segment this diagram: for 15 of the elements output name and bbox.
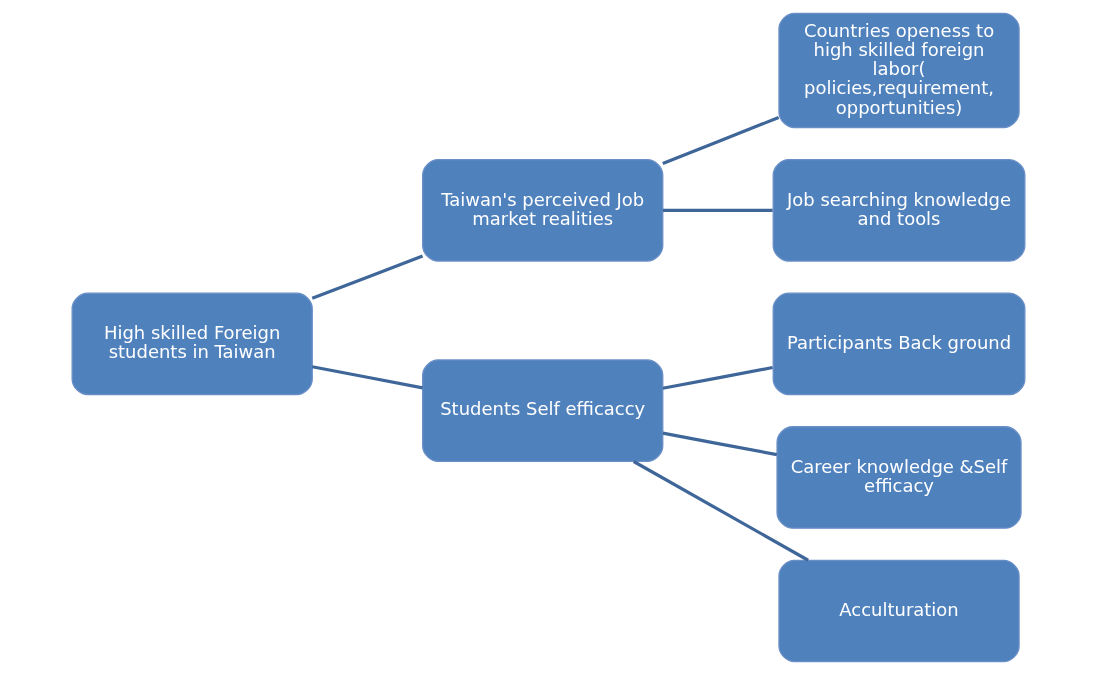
connector	[662, 431, 777, 457]
node-box: Career knowledge &Self efficacy	[775, 426, 1022, 529]
node-box: Acculturation	[777, 559, 1020, 663]
connector	[311, 254, 423, 300]
connector	[661, 116, 779, 165]
node-box: Taiwan's perceived Job market realities	[421, 159, 663, 262]
node-box: Countries openess to high skilled foreign labor( policies,requirement, opportunities)	[777, 12, 1020, 129]
connector	[661, 365, 773, 390]
node-box: Students Self efficaccy	[421, 359, 663, 463]
connector	[662, 208, 773, 212]
node-box: Job searching knowledge and tools	[772, 159, 1025, 262]
node-box: High skilled Foreign students in Taiwan	[71, 292, 313, 396]
connector	[311, 365, 423, 390]
node-box: Participants Back ground	[772, 292, 1025, 396]
connector	[632, 460, 809, 562]
